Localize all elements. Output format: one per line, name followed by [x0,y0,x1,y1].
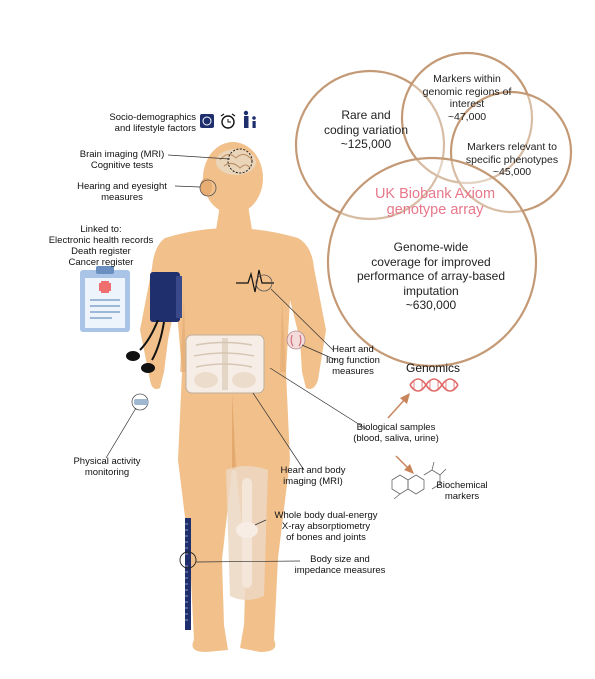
label-hearing-eyesight: Hearing and eyesight measures [77,181,167,203]
venn-circle-genome-wide [326,156,538,368]
lung-icon [286,330,306,350]
label-body-size: Body size and impedance measures [294,554,386,576]
food-icon [200,114,214,128]
clipboard-icon [80,266,130,332]
measuring-tape-icon [179,518,197,630]
label-genomics: Genomics [405,361,461,375]
molecule-icon [391,461,447,500]
label-heart-body-imaging: Heart and body imaging (MRI) [280,465,346,487]
label-socio-demographics: Socio-demographics and lifestyle factors [109,112,196,134]
wristband-icon [131,393,149,411]
venn-diagram [294,51,573,368]
label-brain-imaging: Brain imaging (MRI) Cognitive tests [79,149,165,171]
venn-circle-phenotypes [449,90,573,214]
family-icon [243,110,256,128]
label-physical-activity: Physical activity monitoring [73,456,141,478]
venn-circle-genomic-regions [400,51,534,185]
brain-icon [216,149,256,175]
label-linked-records: Linked to: Electronic health records Dea… [48,224,154,268]
brain-marker-circle [227,148,253,174]
label-biological-samples: Biological samples (blood, saliva, urine… [353,422,439,444]
venn-label-genome-wide: Genome-wide coverage for improved perfor… [356,240,506,312]
label-dexa: Whole body dual-energy X-ray absorptiome… [274,510,378,543]
genomics-arrows [387,393,414,474]
leg-scan-icon [226,466,268,600]
venn-label-phenotypes: Markers relevant to specific phenotypes … [465,141,559,178]
ecg-icon [236,269,274,293]
ear-marker-circle [199,179,217,197]
blood-pressure-cuff-icon [126,272,182,373]
leader-lines [105,154,369,563]
venn-circle-rare [294,69,446,221]
venn-label-genomic-regions: Markers within genomic regions of intere… [422,73,512,123]
venn-label-rare: Rare and coding variation ~125,000 [323,108,409,151]
array-title: UK Biobank Axiom genotype array [374,186,496,218]
dna-icon [409,378,459,392]
torso-scan-icon [185,334,265,394]
label-heart-lung: Heart and lung function measures [326,344,380,377]
label-biochemical-markers: Biochemical markers [436,480,488,502]
alarm-clock-icon [220,113,236,129]
